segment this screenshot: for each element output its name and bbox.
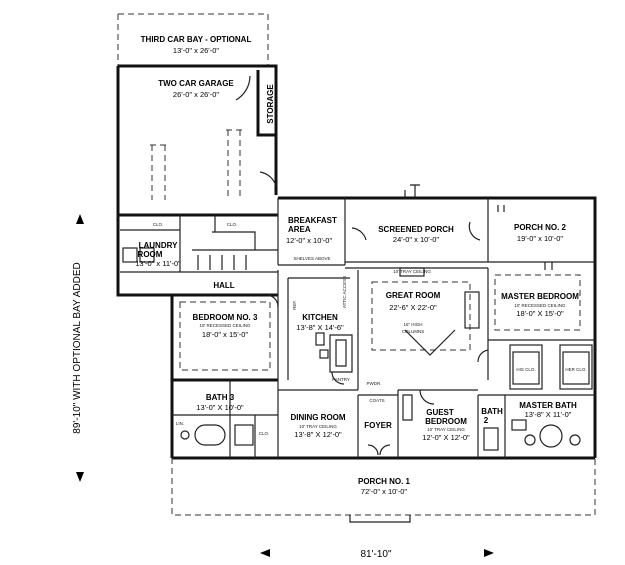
dining-dims: 13'-8" X 12'-0" [294, 430, 342, 439]
laundry-clo-label: CLO. [153, 222, 164, 227]
screened-porch-dims: 24'-0" x 10'-0" [393, 235, 439, 244]
porch-2: PORCH NO. 2 19'-0" x 10'-0" [488, 205, 595, 263]
hall-label: HALL [213, 281, 234, 290]
bedroom-3: BEDROOM NO. 3 10' RECESSED CEILING 18'-0… [179, 294, 279, 371]
breakfast-note: SHELVES ABOVE [294, 256, 331, 261]
master-bedroom-label: MASTER BEDROOM [501, 292, 579, 301]
master-bedroom: MASTER BEDROOM 10' RECESSED CEILING 18'-… [477, 262, 595, 363]
storage-label: STORAGE [266, 84, 275, 124]
kitchen: REF. ATTIC ACCESS KITCHEN 13'-8" X 14'-6… [277, 270, 359, 391]
guest-bedroom: GUEST BEDROOM 10' TRAY CEILING 12'-0" X … [397, 389, 478, 458]
breakfast-label-2: AREA [288, 225, 311, 234]
arrow-up-icon [76, 214, 84, 224]
pwdr-label: PWDR. [367, 381, 382, 386]
third-car-bay-label: THIRD CAR BAY - OPTIONAL [141, 35, 252, 44]
house-outline [116, 196, 597, 460]
screened-porch: SCREENED PORCH 24'-0" x 10'-0" [345, 184, 489, 263]
dining-room: DINING ROOM 10' TRAY CEILING 13'-8" X 12… [277, 381, 382, 458]
arrow-right-icon [484, 549, 494, 557]
bedroom3-label: BEDROOM NO. 3 [193, 313, 258, 322]
lin-label: LIN. [176, 421, 184, 426]
breakfast-area: BREAKFAST AREA 12'-0" x 10'-0" SHELVES A… [277, 198, 346, 266]
his-closet-label: HIS CLO. [516, 367, 535, 372]
bedroom3-note: 10' RECESSED CEILING [199, 323, 251, 328]
breakfast-label: BREAKFAST [288, 216, 337, 225]
garage-label: TWO CAR GARAGE [158, 79, 234, 88]
arrow-down-icon [76, 472, 84, 482]
master-bath-label: MASTER BATH [519, 401, 577, 410]
foyer-label: FOYER [364, 421, 392, 430]
width-dimension-label: 81'-10" [360, 549, 391, 560]
bath2-label: BATH [481, 407, 503, 416]
foyer: FOYER COATS [357, 394, 398, 458]
porch-1: PORCH NO. 1 72'-0" x 10'-0" [171, 458, 596, 523]
dining-note: 10' TRAY CEILING [299, 424, 337, 429]
bath3-clo-label: CLO. [259, 431, 270, 436]
laundry-area: CLO. CLO. LAUNDRY ROOM 13'-0" x 11'-0" H… [120, 215, 278, 290]
great-room-note-3: COLUMNS [402, 329, 425, 334]
bath3-label: BATH 3 [206, 393, 235, 402]
tray-ceiling-note: 10' TRAY CEILING [393, 269, 431, 274]
master-bath: MASTER BATH 13'-8" X 11'-0" [504, 394, 595, 458]
great-room-dims: 22'-6" X 22'-0" [389, 303, 437, 312]
porch1-label: PORCH NO. 1 [358, 477, 411, 486]
overall-depth-dimension: 89'-10" WITH OPTIONAL BAY ADDED [72, 214, 84, 482]
master-suite-closets: HIS CLO. HER CLO. [509, 344, 593, 390]
stair-clo-label: CLO. [227, 222, 238, 227]
attic-access-label: ATTIC ACCESS [342, 276, 347, 308]
master-bedroom-dims: 18'-0" X 15'-0" [516, 309, 564, 318]
bath-3: BATH 3 13'-0" X 10'-0" CLO. LIN. [172, 380, 278, 458]
porch2-label: PORCH NO. 2 [514, 223, 567, 232]
third-car-bay: THIRD CAR BAY - OPTIONAL 13'-0" x 26'-0" [117, 13, 269, 66]
guest-label: GUEST [426, 408, 454, 417]
bath3-dims: 13'-0" X 10'-0" [196, 403, 244, 412]
depth-dimension-label: 89'-10" WITH OPTIONAL BAY ADDED [72, 262, 83, 433]
laundry-dims: 13'-0" x 11'-0" [135, 259, 181, 268]
pantry-label: PANTRY [332, 377, 350, 382]
ref-label: REF. [292, 300, 297, 310]
overall-width-dimension: 81'-10" [260, 549, 494, 560]
guest-note: 10' TRAY CEILING [427, 427, 465, 432]
kitchen-dims: 13'-8" X 14'-6" [296, 323, 344, 332]
two-car-garage: TWO CAR GARAGE 26'-0" x 26'-0" STORAGE [116, 64, 278, 215]
guest-dims: 12'-0" X 12'-0" [422, 433, 470, 442]
laundry-label-2: ROOM [138, 250, 163, 259]
screened-porch-label: SCREENED PORCH [378, 225, 454, 234]
bath-2: BATH 2 [477, 394, 505, 458]
porch1-dims: 72'-0" x 10'-0" [361, 487, 407, 496]
coats-label: COATS [369, 398, 384, 403]
breakfast-dims: 12'-0" x 10'-0" [286, 236, 332, 245]
dining-label: DINING ROOM [290, 413, 345, 422]
great-room-label: GREAT ROOM [386, 291, 441, 300]
master-bedroom-note: 10' RECESSED CEILING [514, 303, 566, 308]
porch2-dims: 19'-0" x 10'-0" [517, 234, 563, 243]
bedroom3-dims: 18'-0" x 15'-0" [202, 330, 248, 339]
guest-label-2: BEDROOM [425, 417, 467, 426]
arrow-left-icon [260, 549, 270, 557]
garage-dims: 26'-0" x 26'-0" [173, 90, 219, 99]
kitchen-label: KITCHEN [302, 313, 338, 322]
her-closet-label: HER CLO. [565, 367, 586, 372]
great-room: 10' TRAY CEILING GREAT ROOM 22'-6" X 22'… [345, 267, 489, 380]
bath2-label-2: 2 [484, 416, 489, 425]
third-car-bay-dims: 13'-0" x 26'-0" [173, 46, 219, 55]
laundry-label: LAUNDRY [139, 241, 178, 250]
great-room-note-2: 16" HIGH [403, 322, 422, 327]
master-bath-dims: 13'-8" X 11'-0" [525, 410, 572, 419]
